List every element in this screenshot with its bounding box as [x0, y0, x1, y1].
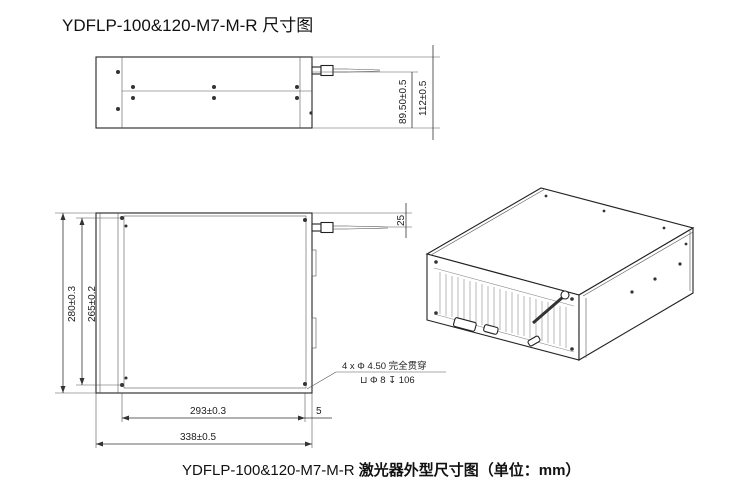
hole-note-line2: ⊔ Φ 8 ↧ 106 — [360, 375, 415, 386]
fiber-offset-label: 25 — [396, 214, 407, 226]
isometric-view — [425, 187, 695, 361]
screw-icon — [131, 96, 135, 100]
height-body-label: 89.50±0.5 — [398, 79, 409, 124]
screw-icon — [212, 96, 216, 100]
screw-icon — [570, 347, 574, 351]
side-connector-icon — [527, 335, 541, 347]
fiber-connector-icon — [560, 290, 570, 300]
screw-icon — [131, 85, 135, 89]
depth-total-label: 280±0.3 — [67, 285, 78, 322]
side-view: 89.50±0.5 112±0.5 — [95, 45, 440, 140]
drawing-title: YDFLP-100&120-M7-M-R 尺寸图 — [62, 16, 314, 35]
screw-icon — [303, 218, 307, 222]
db-connector-icon — [452, 317, 477, 332]
plan-view: 25 280±0.3 265±0.2 293±0.3 5 338±0.5 4 x… — [55, 203, 446, 448]
small-connector-icon — [483, 324, 499, 335]
screw-icon — [434, 260, 438, 264]
plan-view-body — [95, 212, 313, 394]
fiber-connector-icon — [311, 66, 322, 75]
height-total-label: 112±0.5 — [418, 80, 429, 116]
screw-icon — [295, 96, 299, 100]
fiber-connector-nut — [320, 64, 334, 77]
screw-icon — [116, 70, 120, 74]
width-inner-label: 293±0.3 — [190, 406, 227, 417]
screw-icon — [434, 311, 438, 315]
caption-text: 激光器外型尺寸图（单位：mm） — [358, 462, 581, 479]
screw-icon — [116, 107, 120, 111]
plan-view-inner-frame — [123, 215, 307, 389]
depth-inner-label: 265±0.2 — [87, 285, 98, 322]
side-view-body — [95, 56, 313, 129]
screw-icon — [303, 382, 307, 386]
screw-icon — [295, 85, 299, 89]
fiber-cable — [347, 68, 381, 71]
width-total-label: 338±0.5 — [180, 432, 217, 443]
caption-model: YDFLP-100&120-M7-M-R — [182, 462, 355, 479]
fiber-connector-icon — [311, 223, 322, 232]
hole-note-line1: 4 x Φ 4.50 完全贯穿 — [342, 360, 427, 372]
fiber-cable — [347, 225, 389, 228]
hole-note-leader — [306, 371, 337, 390]
iso-side-face — [578, 227, 694, 361]
screw-icon — [212, 85, 216, 89]
drawing-caption: YDFLP-100&120-M7-M-R 激光器外型尺寸图（单位：mm） — [182, 459, 580, 480]
screw-icon — [309, 111, 313, 115]
edge-label: 5 — [316, 406, 322, 417]
screw-icon — [570, 297, 574, 301]
